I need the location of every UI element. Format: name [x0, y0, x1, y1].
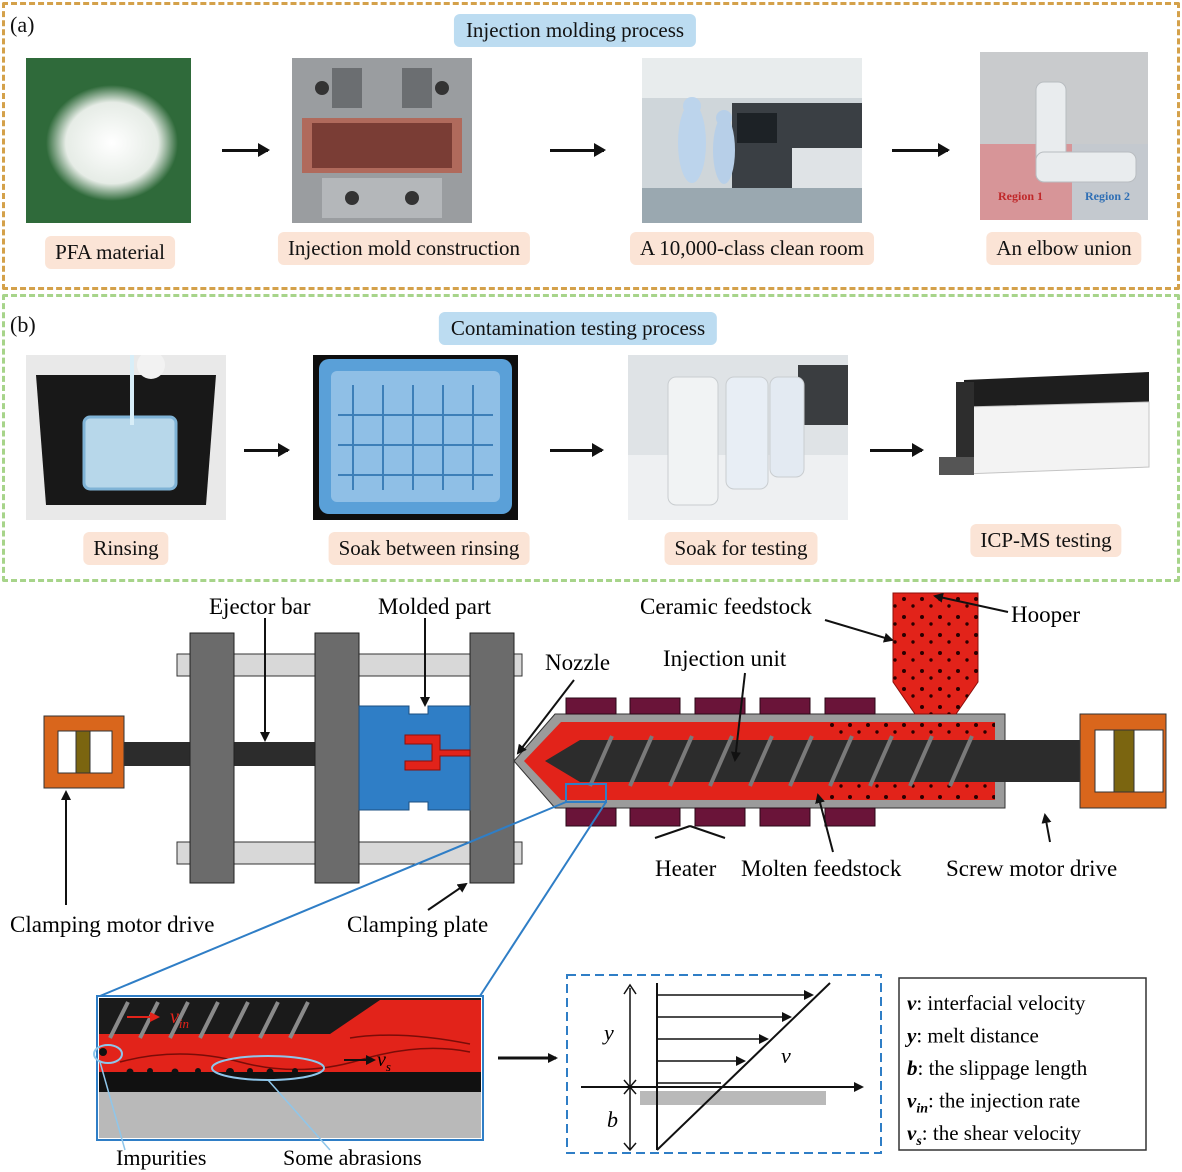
caption-soak-between-rinsing: Soak between rinsing — [328, 532, 530, 565]
legend-rows: v: interfacial velocity y: melt distance b… — [904, 991, 1088, 1149]
zoom-line-right — [479, 801, 607, 997]
flow-arrow — [870, 443, 924, 457]
caption-soak-for-testing: Soak for testing — [664, 532, 818, 565]
leader-injection-unit — [730, 672, 746, 762]
label-v-in: vin — [170, 1006, 189, 1031]
leader-screw-motor — [1041, 813, 1052, 843]
caption-icp-ms-testing: ICP-MS testing — [970, 524, 1122, 557]
zoom-indicator — [565, 783, 607, 803]
label-nozzle: Nozzle — [545, 650, 610, 675]
leader-nozzle — [516, 679, 575, 755]
caption-clean-room: A 10,000-class clean room — [630, 232, 874, 265]
screw-motor-piston — [1113, 729, 1135, 793]
stationary-platen — [469, 632, 515, 884]
label-clamping-motor-drive: Clamping motor drive — [10, 912, 214, 937]
velocity-profile-diagram — [566, 974, 882, 1154]
label-clamping-plate: Clamping plate — [347, 912, 488, 937]
leader-ceramic-feedstock — [824, 619, 894, 643]
rinsing-photo — [26, 355, 226, 520]
zoomed-cross-section — [93, 995, 484, 1151]
soak-for-testing-photo — [628, 355, 848, 520]
screw-drive-shaft — [1005, 740, 1085, 782]
moving-platen — [189, 632, 235, 884]
injection-mold-photo — [292, 58, 472, 223]
flow-arrow — [222, 143, 270, 157]
zoom-line-left — [99, 801, 567, 997]
heaters — [565, 697, 876, 827]
flow-arrow — [244, 443, 290, 457]
mold-halves — [358, 705, 471, 811]
legend-item: vs: the shear velocity — [907, 1121, 1081, 1149]
molded-part — [404, 734, 471, 771]
profile-b-label: b — [607, 1107, 618, 1132]
region-1-label: Region 1 — [998, 189, 1043, 203]
label-molten-feedstock: Molten feedstock — [741, 856, 902, 881]
caption-rinsing: Rinsing — [83, 532, 169, 565]
label-some-abrasions: Some abrasions — [283, 1145, 422, 1170]
panel-a-title: Injection molding process — [453, 14, 697, 47]
label-screw-motor-drive: Screw motor drive — [946, 856, 1117, 881]
label-impurities: Impurities — [116, 1145, 206, 1170]
leader-heater — [654, 825, 726, 839]
region-2-label: Region 2 — [1085, 189, 1130, 203]
flow-arrow — [550, 443, 604, 457]
flow-arrow — [550, 143, 606, 157]
panel-b-label: (b) — [10, 312, 36, 337]
clean-room-photo — [642, 58, 862, 223]
label-v-s: vs — [377, 1049, 391, 1074]
label-injection-unit: Injection unit — [663, 646, 787, 671]
panel-b-title: Contamination testing process — [438, 312, 718, 345]
leader-molten-feedstock — [815, 793, 834, 853]
pfa-material-photo — [26, 58, 191, 223]
screw — [545, 740, 1020, 782]
clamping-motor-piston — [75, 730, 91, 774]
caption-elbow-union: An elbow union — [986, 232, 1142, 265]
screw-flights — [588, 735, 974, 787]
caption-mold-construction: Injection mold construction — [277, 232, 531, 265]
clamping-platen — [314, 632, 360, 884]
legend-item: v: interfacial velocity — [907, 991, 1086, 1015]
label-ceramic-feedstock: Ceramic feedstock — [640, 594, 812, 619]
hopper-particles — [893, 593, 978, 714]
label-heater: Heater — [655, 856, 717, 881]
label-ejector-bar: Ejector bar — [209, 594, 311, 619]
legend-item: y: melt distance — [904, 1024, 1039, 1048]
panel-a-injection-molding — [2, 2, 1180, 290]
leader-clamping-plate — [427, 882, 468, 911]
symbol-legend — [898, 977, 1147, 1151]
icp-ms-instrument-photo — [934, 362, 1156, 482]
caption-pfa-material: PFA material — [45, 236, 175, 269]
legend-item: vin: the injection rate — [907, 1089, 1080, 1117]
profile-v-label: v — [781, 1043, 791, 1068]
label-molded-part: Molded part — [378, 594, 492, 619]
panel-b-contamination-testing — [2, 294, 1180, 582]
elbow-union-photo: Region 1 Region 2 — [980, 52, 1148, 220]
flow-arrow — [892, 143, 950, 157]
profile-y-label: y — [602, 1020, 614, 1045]
legend-item: b: the slippage length — [907, 1056, 1088, 1080]
panel-a-label: (a) — [10, 12, 35, 37]
leader-hooper — [933, 592, 1009, 613]
soak-between-rinsing-photo — [313, 355, 518, 520]
label-hooper: Hooper — [1011, 602, 1080, 627]
